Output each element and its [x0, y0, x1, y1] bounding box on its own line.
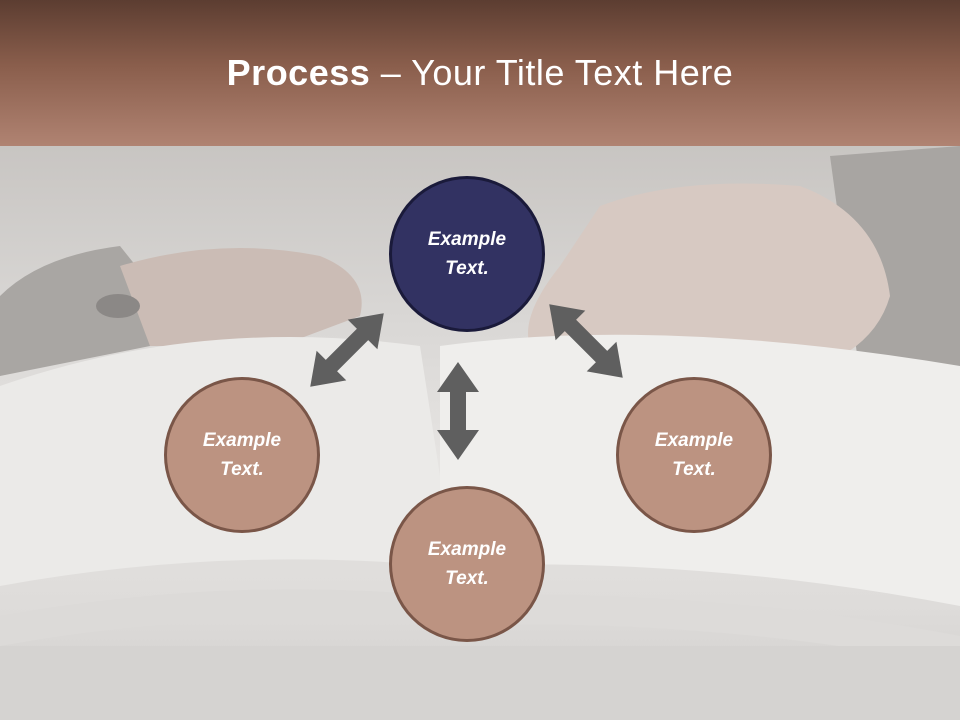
double-arrow-left-diagonal-icon: [310, 313, 384, 387]
book-photo-illustration: [0, 146, 960, 720]
slide-title[interactable]: Process – Your Title Text Here: [227, 52, 734, 94]
node-right-line2: Text.: [672, 459, 716, 480]
title-separator: –: [370, 52, 412, 93]
node-top-line2: Text.: [445, 258, 489, 279]
title-rest: Your Title Text Here: [411, 52, 734, 93]
node-top[interactable]: Example Text.: [389, 176, 545, 332]
double-arrow-right-diagonal-icon: [549, 304, 623, 378]
node-bottom-line1: Example: [427, 539, 507, 560]
node-left-line1: Example: [202, 430, 282, 451]
node-bottom-line2: Text.: [445, 568, 489, 589]
node-left[interactable]: Example Text.: [164, 377, 320, 533]
title-bold: Process: [226, 52, 371, 93]
node-right[interactable]: Example Text.: [616, 377, 772, 533]
node-left-line2: Text.: [220, 459, 264, 480]
double-arrow-vertical-icon: [437, 362, 479, 460]
node-bottom[interactable]: Example Text.: [389, 486, 545, 642]
node-right-line1: Example: [654, 430, 734, 451]
title-band: Process – Your Title Text Here: [0, 0, 960, 146]
node-top-line1: Example: [427, 229, 507, 250]
